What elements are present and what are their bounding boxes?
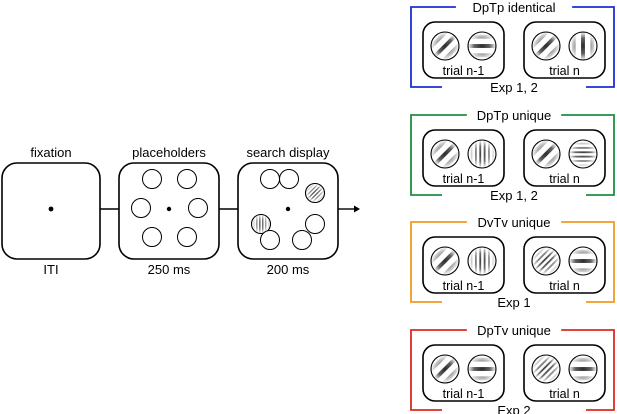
condition-title: DpTp unique bbox=[477, 108, 551, 123]
trial-current-box: trial n bbox=[523, 344, 606, 402]
arrow bbox=[338, 205, 360, 213]
frame-label: placeholders bbox=[132, 145, 206, 160]
trial-current-box: trial n bbox=[523, 21, 606, 79]
trial-label: trial n bbox=[549, 172, 580, 186]
placeholder-circle bbox=[292, 230, 312, 250]
condition-frame bbox=[410, 329, 615, 411]
frame-duration: 250 ms bbox=[148, 262, 191, 277]
placeholder-circle bbox=[188, 198, 208, 218]
gabor-patch bbox=[568, 354, 598, 384]
condition-experiments: Exp 1 bbox=[497, 295, 530, 310]
trial-current-box: trial n bbox=[523, 236, 606, 294]
trial-prev-box: trial n-1 bbox=[422, 236, 505, 294]
placeholder-circle bbox=[260, 230, 280, 250]
frame-label: fixation bbox=[30, 145, 71, 160]
gabor-patch bbox=[467, 31, 497, 61]
gabor-patch bbox=[467, 139, 497, 169]
placeholder-circle bbox=[279, 169, 299, 189]
trial-label: trial n-1 bbox=[443, 279, 485, 293]
placeholder-circle bbox=[177, 227, 197, 247]
trial-label: trial n-1 bbox=[443, 172, 485, 186]
condition-title: DpTp identical bbox=[472, 0, 555, 15]
trial-prev-box: trial n-1 bbox=[422, 129, 505, 187]
condition-title: DpTv unique bbox=[477, 323, 551, 338]
frame-search-display: search display 200 ms bbox=[237, 145, 339, 277]
placeholder-circle bbox=[131, 198, 151, 218]
placeholder-circle bbox=[260, 169, 280, 189]
placeholder-circle bbox=[305, 214, 325, 234]
gabor-patch bbox=[467, 354, 497, 384]
frame-placeholders: placeholders 250 ms bbox=[118, 145, 220, 277]
trial-prev-box: trial n-1 bbox=[422, 344, 505, 402]
condition-experiments: Exp 1, 2 bbox=[490, 80, 538, 95]
frame-duration: 200 ms bbox=[267, 262, 310, 277]
trial-current-box: trial n bbox=[523, 129, 606, 187]
condition-frame bbox=[410, 114, 615, 196]
gabor-patch bbox=[568, 31, 598, 61]
frame-fixation: fixation ITI bbox=[1, 145, 101, 277]
trial-label: trial n bbox=[549, 387, 580, 401]
trial-label: trial n bbox=[549, 279, 580, 293]
frame-label: search display bbox=[246, 145, 330, 160]
condition-frame bbox=[410, 221, 615, 303]
trial-label: trial n-1 bbox=[443, 387, 485, 401]
fixation-dot bbox=[166, 206, 172, 212]
placeholder-circle bbox=[142, 227, 162, 247]
placeholder-circle bbox=[142, 169, 162, 189]
condition-title: DvTv unique bbox=[478, 215, 551, 230]
condition-experiments: Exp 2 bbox=[497, 403, 530, 414]
search-gabor-patch bbox=[250, 213, 272, 235]
trial-label: trial n bbox=[549, 64, 580, 78]
fixation-dot bbox=[48, 206, 54, 212]
fixation-dot bbox=[285, 206, 291, 212]
gabor-patch bbox=[568, 139, 598, 169]
frame-duration: ITI bbox=[43, 262, 58, 277]
trial-label: trial n-1 bbox=[443, 64, 485, 78]
trial-prev-box: trial n-1 bbox=[422, 21, 505, 79]
gabor-patch bbox=[467, 246, 497, 276]
placeholder-circle bbox=[177, 169, 197, 189]
condition-frame bbox=[410, 6, 615, 88]
condition-experiments: Exp 1, 2 bbox=[490, 188, 538, 203]
gabor-patch bbox=[568, 246, 598, 276]
